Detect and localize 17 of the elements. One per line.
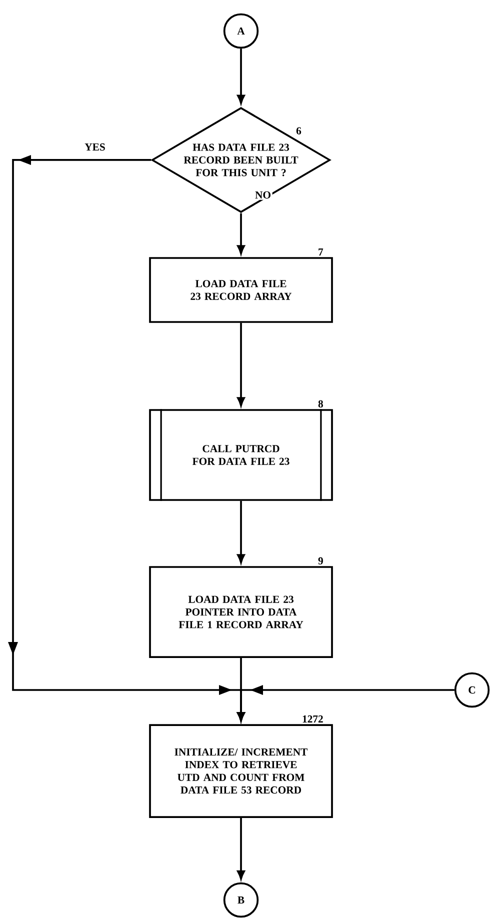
step-number: 7 (318, 248, 324, 256)
arrow (237, 213, 245, 254)
step-number: 8 (318, 400, 323, 408)
step-number: 1272 (302, 715, 323, 722)
arrow (237, 322, 245, 406)
step-number: 6 (296, 127, 302, 134)
arrow (237, 818, 245, 880)
arrow (237, 48, 245, 104)
arrow (237, 685, 454, 722)
step-number: 9 (318, 557, 323, 564)
edge-label: NO (254, 190, 272, 200)
edge-label: YES (83, 142, 107, 152)
arrow (237, 500, 245, 564)
process-box: LOAD DATA FILE 23 RECORD ARRAY (149, 257, 333, 323)
subroutine-box: CALL PUTRCD FOR DATA FILE 23 (149, 409, 333, 501)
process-box: INITIALIZE/ INCREMENT INDEX TO RETRIEVE UTD AND COUNT FROM DATA FILE 53 RECORD (149, 724, 333, 818)
process-box: LOAD DATA FILE 23 POINTER INTO DATA FILE 1 RECORD ARRAY (149, 566, 333, 658)
